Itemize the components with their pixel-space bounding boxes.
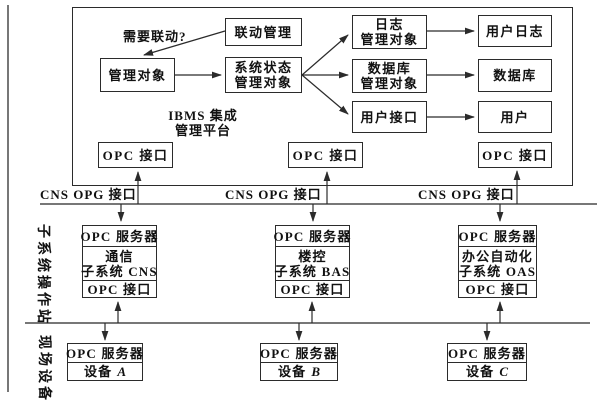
box-log-mgmt: 日志 管理对象 [352,15,427,49]
device-c-opc-server: OPC 服务器 [448,344,526,362]
stack-bas-opc-server: OPC 服务器 [273,226,352,246]
stack-bas-opc-interface: OPC 接口 [276,280,349,297]
platform-title-line2: 管理平台 [174,123,231,138]
layer-label-subsystem: 子系统操作站 [35,224,50,326]
box-sys-status-line1: 系统状态 [234,60,293,75]
device-prefix: 设备 [277,364,307,379]
opc-server-label: OPC 服务器 [458,228,537,244]
box-user-log-label: 用户日志 [485,23,544,39]
opc-server-label: OPC 服务器 [65,345,145,361]
device-prefix: 设备 [83,364,113,379]
stack-cns-opc-interface: OPC 接口 [83,280,156,297]
bus-label-1: CNS OPG 接口 [40,187,137,202]
box-opc-interface-platform-2: OPC 接口 [288,142,363,168]
box-user: 用户 [478,101,552,133]
opc-interface-label: OPC 接口 [280,281,345,297]
opc-server-label: OPC 服务器 [259,345,339,361]
opc-interface-label: OPC 接口 [482,147,548,163]
device-id: B [311,364,321,379]
box-mgmt-object-label: 管理对象 [108,67,167,83]
box-user-interface: 用户接口 [352,101,427,133]
bus-label-3: CNS OPG 接口 [418,187,515,202]
box-db-mgmt-line1: 数据库 [367,61,412,76]
opc-interface-label: OPC 接口 [465,281,530,297]
device-prefix: 设备 [465,364,495,379]
stack-subsystem-cns: OPC 服务器 通信 子系统 CNS OPC 接口 [80,225,159,298]
platform-title-line1: IBMS 集成 [168,108,238,123]
stack-oas-opc-server: OPC 服务器 [458,226,537,246]
opc-server-label: OPC 服务器 [447,345,527,361]
box-database-label: 数据库 [493,68,537,83]
box-sys-status-line2: 管理对象 [234,75,293,90]
box-db-mgmt-line2: 管理对象 [360,76,419,91]
box-user-label: 用户 [500,109,530,125]
stack-cns-opc-server: OPC 服务器 [80,226,159,246]
stack-cns-name: 通信 子系统 CNS [81,246,158,280]
opc-interface-label: OPC 接口 [87,281,152,297]
opc-interface-label: OPC 接口 [292,147,359,163]
arrow-linkage-to-mgmt [143,30,226,56]
subsystem-name-line1: 办公自动化 [461,248,533,264]
device-c-name: 设备 C [448,362,526,380]
device-b-name: 设备 B [261,362,337,380]
subsystem-name-line1: 通信 [105,248,134,264]
box-log-mgmt-line2: 管理对象 [360,32,419,47]
opc-server-label: OPC 服务器 [273,228,352,244]
stack-subsystem-bas: OPC 服务器 楼控 子系统 BAS OPC 接口 [273,225,352,298]
box-opc-interface-platform-1: OPC 接口 [98,142,173,168]
opc-server-label: OPC 服务器 [80,228,159,244]
device-a-opc-server: OPC 服务器 [65,344,145,362]
stack-device-a: OPC 服务器 设备 A [65,343,145,381]
opc-interface-label: OPC 接口 [102,147,169,163]
stack-bas-name: 楼控 子系统 BAS [274,246,351,280]
arrow-sysstatus-to-logmgmt [301,34,349,76]
platform-frame [72,7,573,186]
box-database: 数据库 [478,59,552,92]
subsystem-name-line1: 楼控 [298,248,327,264]
bus-label-2: CNS OPG 接口 [225,187,322,202]
box-log-mgmt-line1: 日志 [374,17,404,32]
box-db-mgmt: 数据库 管理对象 [352,59,427,93]
subsystem-name-line2: 子系统 BAS [274,263,351,279]
box-linkage-mgmt-label: 联动管理 [234,24,293,40]
device-id: A [117,364,127,379]
device-a-name: 设备 A [68,362,142,380]
box-opc-interface-platform-3: OPC 接口 [478,142,552,168]
subsystem-name-line2: 子系统 CNS [81,263,158,279]
stack-oas-opc-interface: OPC 接口 [459,280,536,297]
question-label: 需要联动? [123,29,187,44]
subsystem-name-line2: 子系统 OAS [458,263,537,279]
box-user-log: 用户日志 [478,15,552,47]
box-mgmt-object: 管理对象 [100,58,175,92]
stack-oas-name: 办公自动化 子系统 OAS [459,246,536,280]
stack-device-b: OPC 服务器 设备 B [260,343,338,381]
platform-title: IBMS 集成 管理平台 [158,108,248,138]
stack-subsystem-oas: OPC 服务器 办公自动化 子系统 OAS OPC 接口 [458,225,537,298]
box-sys-status-mgmt: 系统状态 管理对象 [225,57,302,93]
box-user-interface-label: 用户接口 [360,109,419,125]
device-id: C [499,364,509,379]
arrow-sysstatus-to-userif [301,74,349,115]
stack-device-c: OPC 服务器 设备 C [447,343,527,381]
layer-label-field: 现场设备 [36,335,51,400]
device-b-opc-server: OPC 服务器 [259,344,339,362]
box-linkage-mgmt: 联动管理 [225,18,302,46]
